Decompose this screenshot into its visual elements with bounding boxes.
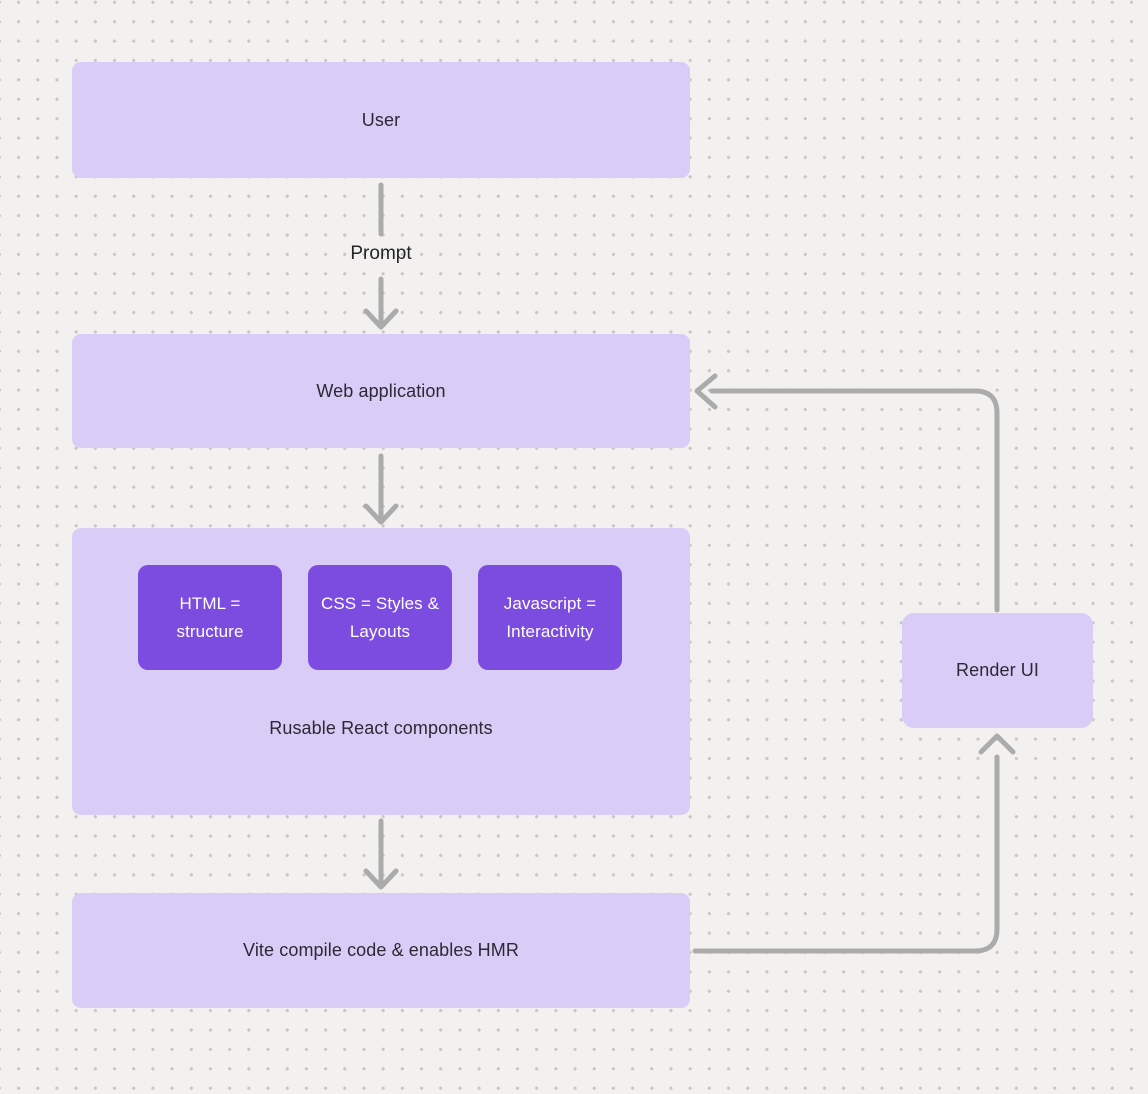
arrow-down-icon [363,503,399,525]
css-node-label: CSS = Styles & Layouts [320,593,440,641]
arrow-up-icon [978,733,1016,755]
render-ui-node[interactable]: Render UI [902,613,1093,728]
edge-line [709,388,1000,613]
vite-node[interactable]: Vite compile code & enables HMR [72,893,690,1008]
edge-vite-to-render [692,733,1016,954]
javascript-node[interactable]: Javascript = Interactivity [478,565,622,670]
edge-line [692,754,1000,954]
javascript-node-label: Javascript = Interactivity [503,593,597,641]
css-node[interactable]: CSS = Styles & Layouts [308,565,452,670]
html-node[interactable]: HTML = structure [138,565,282,670]
html-node-label: HTML = structure [176,593,244,641]
web-application-node-label: Web application [316,380,446,401]
components-group-label: Rusable React components [269,718,493,738]
arrow-down-icon [363,868,399,890]
render-ui-node-label: Render UI [956,660,1039,680]
arrow-left-icon [694,373,718,410]
edge-render-to-webapp [694,373,1000,613]
edge-components-to-vite [363,818,399,890]
user-node-label: User [361,109,401,130]
arrow-down-icon [363,308,399,330]
user-node[interactable]: User [72,62,690,178]
web-application-node[interactable]: Web application [72,334,690,448]
vite-node-label: Vite compile code & enables HMR [243,940,519,960]
prompt-edge-label: Prompt [350,243,412,264]
components-group-node[interactable]: HTML = structure CSS = Styles & Layouts … [72,528,690,815]
edge-webapp-to-components [363,453,399,525]
